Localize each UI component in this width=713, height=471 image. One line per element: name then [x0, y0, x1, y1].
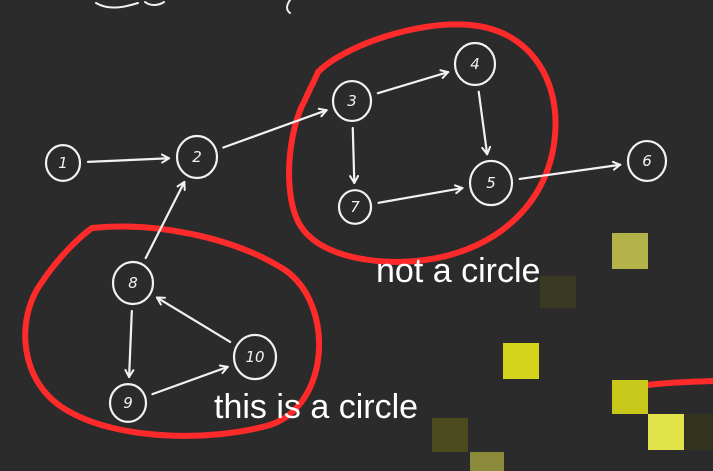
edge-layer [86, 69, 622, 396]
node-3: 3 [331, 79, 373, 123]
node-3-label: 3 [347, 92, 357, 110]
corner-mark [637, 378, 713, 389]
edge-5-to-6 [518, 160, 622, 181]
node-7: 7 [337, 189, 373, 225]
edge-3-to-4 [376, 69, 450, 95]
node-6: 6 [626, 139, 668, 183]
node-7-circle [337, 189, 373, 225]
node-1-label: 1 [58, 154, 68, 172]
node-8-circle [111, 260, 155, 306]
node-8: 8 [111, 260, 155, 306]
not-a-circle-loop [286, 21, 559, 265]
node-4-circle [453, 41, 497, 87]
cropped-handwriting [95, 0, 291, 14]
node-layer: 1 2 3 4 5 6 7 8 9 10 [44, 41, 668, 424]
this-is-a-circle-label: this is a circle [214, 388, 419, 426]
node-10-circle [232, 333, 278, 381]
node-9: 9 [108, 383, 148, 424]
mosaic-block [503, 343, 539, 379]
node-6-circle [626, 139, 668, 183]
node-1: 1 [44, 144, 82, 182]
circle-loop [22, 223, 323, 439]
edge-10-to-8 [155, 296, 232, 344]
not-a-circle-label: not a circle [376, 252, 541, 290]
node-2-circle [175, 134, 219, 180]
edge-4-to-5 [477, 90, 492, 156]
mosaic-block [612, 380, 648, 414]
node-3-circle [331, 79, 373, 123]
node-9-label: 9 [123, 394, 133, 412]
mosaic-block [648, 414, 684, 450]
edge-8-to-9 [124, 309, 135, 379]
mosaic-block [612, 233, 648, 269]
node-4-label: 4 [470, 55, 480, 73]
node-2: 2 [175, 134, 219, 180]
edge-2-to-3 [222, 107, 328, 149]
mosaic-block [685, 414, 713, 450]
node-9-circle [108, 383, 148, 424]
edge-9-to-10 [151, 364, 229, 396]
node-2-label: 2 [192, 148, 202, 166]
mosaic-block [432, 418, 468, 452]
node-10: 10 [232, 333, 278, 381]
node-1-circle [44, 144, 82, 182]
node-7-label: 7 [350, 198, 360, 216]
node-4: 4 [453, 41, 497, 87]
node-6-label: 6 [642, 152, 652, 170]
node-10-label: 10 [245, 348, 264, 366]
edge-1-to-2 [86, 153, 171, 164]
node-5-circle [468, 159, 514, 207]
edge-3-to-7 [349, 126, 360, 185]
edge-8-to-2 [144, 180, 186, 260]
node-5-label: 5 [486, 174, 496, 192]
node-8-label: 8 [128, 274, 138, 292]
mosaic-block [470, 452, 504, 471]
node-5: 5 [468, 159, 514, 207]
mosaic-block [540, 276, 576, 308]
edge-7-to-5 [377, 184, 464, 204]
